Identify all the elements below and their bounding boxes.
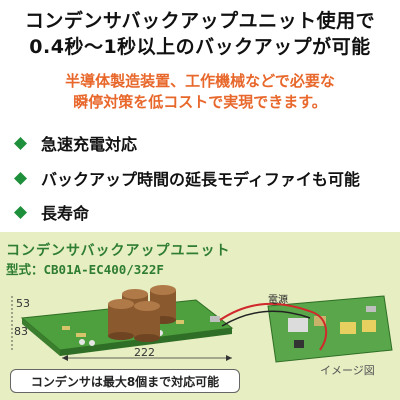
power-component: [314, 316, 326, 326]
capacitor: [108, 299, 134, 340]
power-component: [294, 340, 304, 348]
power-connector: [366, 306, 376, 312]
product-model: 型式：CB01A-EC400/322F: [6, 262, 164, 277]
green-diamond-bullet-icon: [14, 205, 27, 219]
capacitor: [134, 301, 160, 342]
connector: [210, 316, 220, 322]
subtitle-line-1: 半導体製造装置、工作機械などで必要な: [65, 72, 335, 90]
product-title: コンデンサバックアップユニット: [6, 243, 231, 259]
green-diamond-bullet-icon: [14, 136, 27, 150]
feature-item-long-life: 長寿命: [14, 200, 89, 224]
headline-line-1: コンデンサバックアップユニット使用で: [24, 10, 376, 32]
dimension-height-bottom: 83: [14, 325, 28, 338]
feature-item-extension: バックアップ時間の延長モディファイも可能: [14, 166, 360, 190]
capacity-note-box: コンデンサは最大8個まで対応可能: [10, 369, 240, 393]
power-component: [288, 318, 308, 332]
power-component: [362, 320, 376, 332]
subtitle-line-2: 瞬停対策を低コストで実現できます。: [73, 93, 327, 111]
board-component: [62, 326, 70, 330]
capacity-note-text: コンデンサは最大8個まで対応可能: [30, 375, 220, 389]
board-edge-front: [60, 328, 232, 356]
feature-item-fast-charge: 急速充電対応: [14, 131, 137, 155]
power-label: 電源: [268, 295, 288, 306]
board-component: [79, 339, 85, 345]
dimension-arrow-left: [62, 355, 68, 361]
dimension-height-top: 53: [16, 297, 30, 310]
board-edge-left: [22, 318, 60, 356]
feature-label: 急速充電対応: [41, 135, 138, 154]
dimension-width: 222: [134, 346, 155, 359]
board-component: [89, 340, 95, 346]
power-component: [340, 322, 356, 334]
feature-label: 長寿命: [41, 204, 90, 223]
cable-black: [221, 310, 311, 327]
cable-red: [219, 302, 328, 351]
green-diamond-bullet-icon: [14, 171, 27, 185]
headline-line-2: 0.4秒～1秒以上のバックアップが可能: [29, 36, 371, 58]
board-component: [176, 320, 184, 324]
image-note: イメージ図: [320, 364, 375, 377]
feature-label: バックアップ時間の延長モディファイも可能: [41, 170, 360, 189]
board-component: [76, 333, 86, 337]
dimension-arrow-right: [226, 355, 232, 361]
